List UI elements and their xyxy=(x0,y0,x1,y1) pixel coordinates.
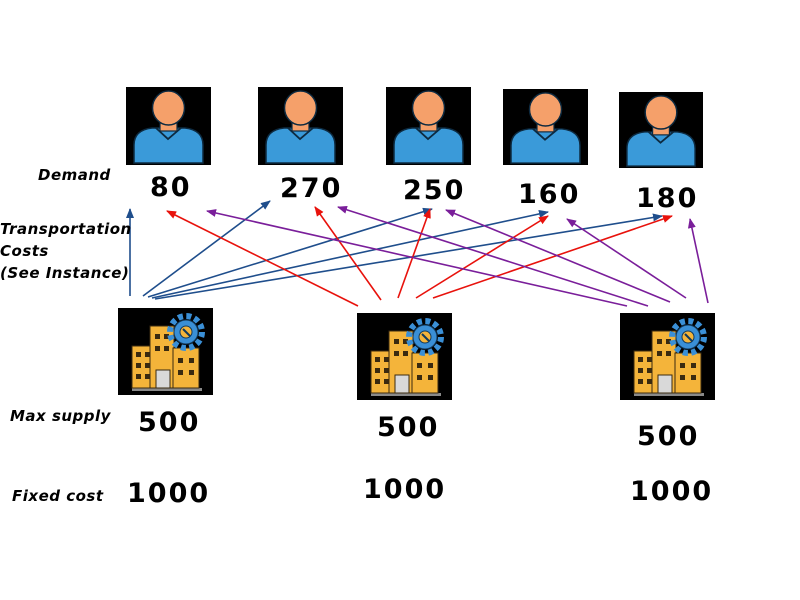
arc-f3-c2 xyxy=(337,205,649,307)
facility-3-factory-gear-icon xyxy=(620,313,715,400)
transport-label-line-1: Transportation xyxy=(0,220,132,238)
facility-1-max-supply: 500 xyxy=(138,407,201,438)
arc-f2-c2 xyxy=(314,206,382,301)
facility-2-max-supply: 500 xyxy=(377,412,440,443)
transport-label-line-2: Costs xyxy=(0,242,49,260)
facility-3-max-supply: 500 xyxy=(637,421,700,452)
arc-f2-c1 xyxy=(166,210,359,307)
customer-2-demand: 270 xyxy=(280,173,343,204)
arc-f2-c5 xyxy=(432,215,673,299)
transport-label-line-3: (See Instance) xyxy=(0,264,130,282)
facility-2-factory-gear-icon xyxy=(357,313,452,400)
arc-f1-c2 xyxy=(142,200,271,297)
demand-label: Demand xyxy=(38,166,111,184)
customer-3-demand: 250 xyxy=(403,175,466,206)
customer-5-demand: 180 xyxy=(636,183,699,214)
customer-4-demand: 160 xyxy=(518,179,581,210)
customer-4-person-icon xyxy=(503,89,588,165)
arc-f1-c5 xyxy=(154,213,663,300)
arc-f3-c3 xyxy=(445,209,671,303)
arc-f1-c3 xyxy=(147,207,433,298)
arc-f3-c1 xyxy=(206,209,628,307)
arc-f2-c3 xyxy=(397,208,431,299)
facility-1-fixed-cost: 1000 xyxy=(127,478,211,509)
max-supply-label: Max supply xyxy=(10,407,111,425)
facility-3-fixed-cost: 1000 xyxy=(630,476,714,507)
arc-f3-c5 xyxy=(687,218,709,304)
arc-f3-c4 xyxy=(566,218,687,299)
customer-1-person-icon xyxy=(126,87,211,165)
fixed-cost-label: Fixed cost xyxy=(12,487,104,505)
customer-3-person-icon xyxy=(386,87,471,165)
customer-1-demand: 80 xyxy=(150,172,192,203)
customer-2-person-icon xyxy=(258,87,343,165)
customer-5-person-icon xyxy=(619,92,703,168)
facility-1-factory-gear-icon xyxy=(118,308,213,395)
arc-f2-c4 xyxy=(415,215,549,299)
facility-2-fixed-cost: 1000 xyxy=(363,474,447,505)
